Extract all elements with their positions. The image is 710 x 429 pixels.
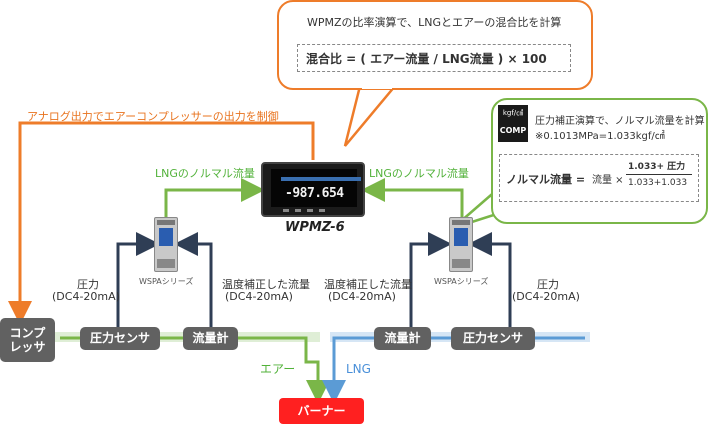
left-pressure-line1: 圧力 [77, 278, 99, 291]
right-pressure-line1: 圧力 [537, 278, 559, 291]
wspa-module-left [154, 217, 178, 272]
right-pressure-line2: (DC4-20mA) [512, 290, 580, 303]
wspa-module-right [449, 217, 473, 272]
analog-output-label: アナログ出力でエアーコンプレッサーの出力を制御 [27, 110, 279, 123]
lng-normal-left-label: LNGのノルマル流量 [155, 167, 255, 180]
lng-normal-right-label: LNGのノルマル流量 [369, 167, 469, 180]
left-pressure-line2: (DC4-20mA) [52, 290, 120, 303]
device-screen: -987.654 [271, 169, 361, 207]
pressure-sensor-left-box: 圧力センサ [80, 327, 160, 350]
device-model: WPMZ-6 [285, 220, 345, 235]
lng-label: LNG [346, 362, 371, 376]
formula-numerator: 1.033+ 圧力 [628, 162, 686, 172]
air-label: エアー [260, 362, 296, 376]
normal-caption: 圧力補正演算で、ノルマル流量を計算 [535, 116, 705, 127]
normal-formula-left: ノルマル流量 = [506, 173, 586, 186]
wpmz-device: -987.654 [261, 162, 365, 217]
pressure-sensor-right-box: 圧力センサ [451, 327, 535, 350]
flowmeter-right-box: 流量計 [374, 327, 431, 350]
tail-mask [362, 84, 392, 89]
normal-note: ※0.1013MPa=1.033kgf/㎠ [535, 131, 665, 142]
formula-denominator: 1.033+1.033 [628, 178, 688, 188]
wspa-left-label: WSPAシリーズ [139, 277, 194, 286]
right-temp-line2: (DC4-20mA) [328, 290, 396, 303]
burner-box: バーナー [279, 398, 364, 424]
normal-flow-callout: 圧力補正演算で、ノルマル流量を計算 ※0.1013MPa=1.033kgf/㎠ … [491, 98, 708, 224]
normal-formula-flow: 流量 × [592, 175, 624, 186]
left-temp-line1: 温度補正した流量 [222, 278, 310, 291]
fraction-bar [626, 174, 692, 175]
ratio-callout: WPMZの比率演算で、LNGとエアーの混合比を計算 混合比 = ( エアー流量 … [277, 0, 593, 90]
screen-strip [281, 177, 361, 181]
device-display-value: -987.654 [285, 186, 344, 201]
ratio-caption: WPMZの比率演算で、LNGとエアーの混合比を計算 [307, 16, 562, 29]
normal-formula-box: ノルマル流量 = 流量 × 1.033+ 圧力 1.033+1.033 [499, 154, 699, 202]
compressor-box: コンプレッサ [0, 318, 55, 362]
ratio-formula: 混合比 = ( エアー流量 / LNG流量 ) × 100 [306, 52, 547, 66]
right-temp-line1: 温度補正した流量 [324, 278, 412, 291]
ratio-formula-box: 混合比 = ( エアー流量 / LNG流量 ) × 100 [297, 44, 571, 72]
compensation-icon: kgf/㎠ COMP [498, 105, 528, 142]
left-temp-line2: (DC4-20mA) [225, 290, 293, 303]
wspa-right-label: WSPAシリーズ [434, 277, 489, 286]
flowmeter-left-box: 流量計 [183, 327, 238, 350]
